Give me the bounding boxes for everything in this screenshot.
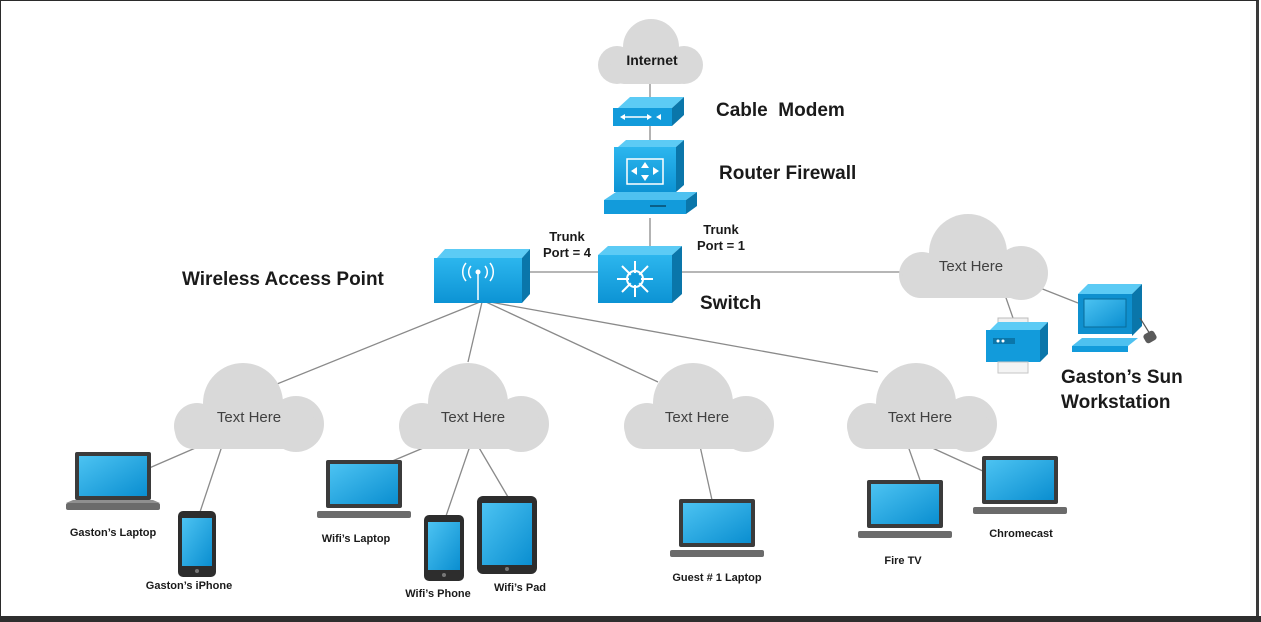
printer-icon [986,317,1048,374]
fire-tv-icon [858,480,952,538]
wifi-pad-label: Wifi’s Pad [493,582,547,594]
cable-modem-label: Cable Modem [716,100,845,121]
workstation-label-line2: Workstation [1061,392,1171,413]
link-cloud-workstation [1039,287,1079,304]
link-cloud-printer [1004,294,1014,319]
cloud-1-label: Text Here [216,409,282,426]
link-cloud1-iphone [199,445,223,513]
trunk-right-label-1: Trunk [703,222,739,237]
gaston-iphone-label: Gaston’s iPhone [145,580,233,592]
cloud-4-label: Text Here [887,409,953,426]
link-cloud4-chromecast [927,445,986,473]
switch-label: Switch [700,293,762,314]
trunk-left-label-1: Trunk [549,229,585,244]
cloud-3 [624,363,774,452]
wireless-ap-label: Wireless Access Point [182,269,384,290]
cloud-3-label: Text Here [664,409,730,426]
cloud-1 [174,363,324,452]
link-ap-cloud4 [489,301,879,373]
pad-wifi-icon [477,496,537,574]
cloud-workstation-label: Text Here [938,258,1004,275]
trunk-left-label-2: Port = 4 [542,245,592,260]
wifi-phone-label: Wifi’s Phone [405,588,471,600]
router-firewall-label: Router Firewall [719,163,857,184]
link-cloud2-phone [445,445,471,517]
wireless-ap-icon [434,249,530,303]
guest-laptop-label: Guest # 1 Laptop [672,572,762,584]
gaston-laptop-label: Gaston’s Laptop [69,527,157,539]
wifi-laptop-label: Wifi’s Laptop [321,533,391,545]
router-firewall-icon [604,140,697,214]
link-ap-cloud2 [467,301,483,363]
cloud-2-label: Text Here [440,409,506,426]
clouds [174,19,1048,452]
laptop-gaston-icon [66,452,160,510]
link-cloud2-pad [477,445,509,498]
fire-tv-label: Fire TV [884,555,922,567]
link-cloud4-firetv [907,445,921,481]
laptop-wifi-icon [317,460,411,518]
laptop-guest-icon [670,499,764,557]
link-ap-cloud3 [485,301,659,383]
link-ap-cloud1 [271,301,481,387]
cloud-2 [399,363,549,452]
link-cloud3-laptop [699,445,713,501]
trunk-right-label-2: Port = 1 [696,238,746,253]
cloud-internet [598,19,703,84]
chromecast-icon [973,456,1067,514]
chromecast-label: Chromecast [989,528,1053,540]
workstation-icon [1072,284,1157,352]
cable-modem-icon [613,97,684,126]
internet-label: Internet [626,52,678,68]
workstation-label-line1: Gaston’s Sun [1061,367,1183,388]
switch-icon [598,246,682,303]
cloud-4 [847,363,997,452]
iphone-gaston-icon [178,511,216,577]
cloud-workstation [899,214,1048,300]
phone-wifi-icon [424,515,464,581]
bottom-bar [0,616,1261,622]
